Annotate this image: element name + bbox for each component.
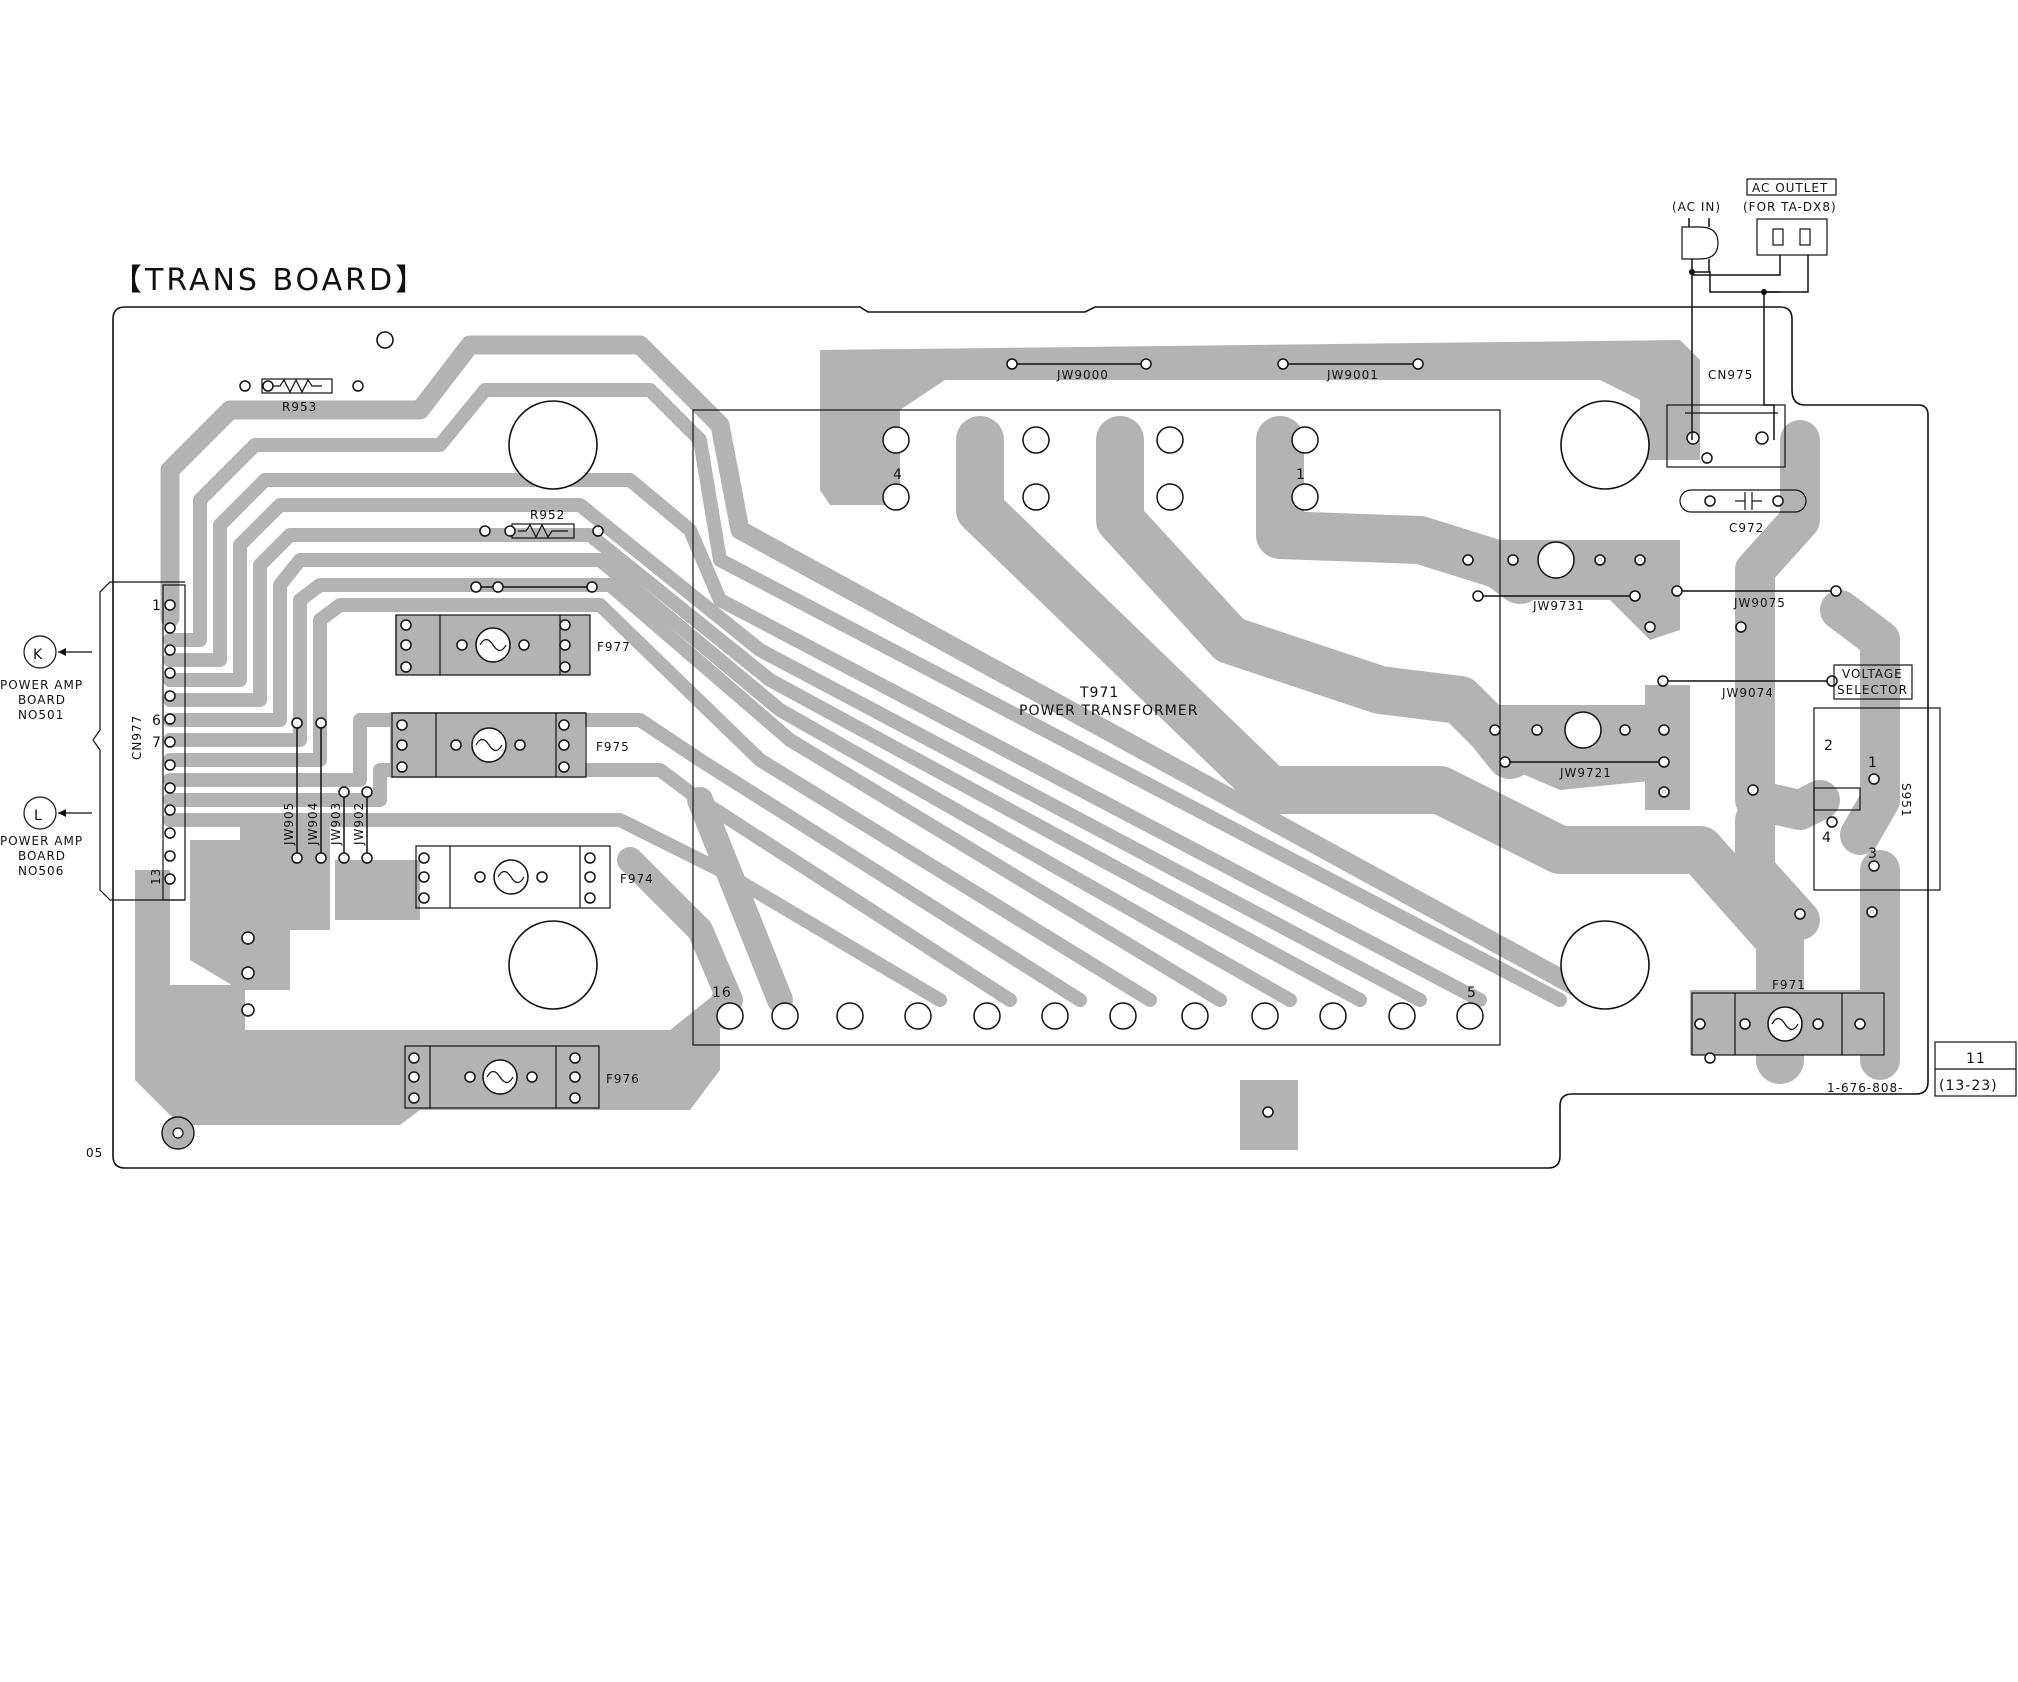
jumper-jw9721: JW9721 [1489,711,1670,798]
jumper-jw905-jw902: JW905 JW904 JW903 JW902 [282,717,373,864]
fuse-f974: F974 [415,845,654,909]
svg-text:AC OUTLET: AC OUTLET [1752,181,1828,195]
resistor-r952-label: R952 [530,508,565,522]
resistor-r952: R952 [479,508,604,539]
ac-connector-cn975: CN975 [1666,368,1786,468]
svg-text:JW9731: JW9731 [1532,599,1585,613]
fuse-f975: F975 [391,712,630,778]
fuse-f975-label: F975 [596,740,630,754]
fuse-f977: F977 [395,614,631,676]
mounting-hole [508,920,598,1010]
svg-text:1: 1 [1868,755,1878,771]
jumper-wire [470,581,598,593]
connection-k: K POWER AMP BOARD NO501 [0,635,92,722]
connector-pin-7: 7 [152,735,162,751]
svg-text:4: 4 [1822,830,1832,846]
connector-cn977-label: CN977 [130,715,144,760]
svg-text:K: K [33,647,43,663]
voltage-selector: VOLTAGE SELECTOR 1 2 3 4 S951 [1813,664,1941,891]
svg-text:C972: C972 [1729,521,1764,535]
connector-cn977 [162,584,186,901]
connection-l: L POWER AMP BOARD NO506 [0,796,92,878]
fuse-f971-label: F971 [1772,978,1806,992]
resistor-r953: R953 [239,378,364,414]
svg-text:JW9721: JW9721 [1559,766,1612,780]
svg-text:JW9075: JW9075 [1733,596,1786,610]
svg-text:3: 3 [1868,846,1878,862]
transformer-pin-4: 4 [893,467,903,483]
ac-outlet: AC OUTLET (FOR TA-DX8) [1692,178,1837,440]
svg-text:(AC IN): (AC IN) [1672,200,1721,214]
ac-inlet: (AC IN) [1672,200,1780,440]
mounting-hole [1560,400,1650,490]
fuse-f974-label: F974 [620,872,654,886]
resistor-r953-label: R953 [282,400,317,414]
jumper-jw9001: JW9001 [1277,358,1424,382]
connector-pin-13: 13 [149,868,163,885]
svg-text:JW905: JW905 [282,802,296,846]
transformer-pin-5: 5 [1467,985,1477,1001]
svg-text:11: 11 [1966,1051,1986,1067]
board-title: 【TRANS BOARD】 [112,263,428,298]
svg-text:SELECTOR: SELECTOR [1837,683,1908,697]
svg-text:JW9074: JW9074 [1721,686,1774,700]
svg-text:L: L [34,808,43,824]
svg-text:POWER AMP: POWER AMP [0,678,83,692]
svg-text:NO506: NO506 [18,864,64,878]
mounting-hole [1560,920,1650,1010]
fuse-f977-label: F977 [597,640,631,654]
fuse-f971: F971 [1691,978,1885,1064]
svg-text:JW903: JW903 [329,802,343,846]
transformer-pin-16: 16 [712,985,732,1001]
svg-text:JW902: JW902 [352,802,366,846]
svg-text:JW9001: JW9001 [1326,368,1379,382]
svg-text:BOARD: BOARD [18,693,66,707]
jumper-jw9731: JW9731 [1462,541,1656,633]
svg-text:BOARD: BOARD [18,849,66,863]
svg-text:JW9000: JW9000 [1056,368,1109,382]
svg-text:2: 2 [1824,738,1834,754]
svg-text:VOLTAGE: VOLTAGE [1842,667,1903,681]
jumper-jw9075: JW9075 [1671,585,1842,633]
connector-pin-6: 6 [152,713,162,729]
transformer-pin-1: 1 [1296,467,1306,483]
page-reference: 11 (13-23) [1934,1041,2017,1097]
mounting-hole [376,331,394,349]
svg-text:(FOR TA-DX8): (FOR TA-DX8) [1743,200,1837,214]
jumper-jw9000: JW9000 [1006,358,1152,382]
svg-text:S951: S951 [1899,783,1913,818]
svg-text:CN975: CN975 [1708,368,1753,382]
mounting-hole [508,400,598,490]
fuse-f976: F976 [404,1045,640,1109]
transformer-name: POWER TRANSFORMER [1019,703,1198,719]
svg-text:(13-23): (13-23) [1939,1078,1998,1094]
fuse-f976-label: F976 [606,1072,640,1086]
svg-text:NO501: NO501 [18,708,64,722]
svg-text:POWER AMP: POWER AMP [0,834,83,848]
transformer-pins [716,426,1484,1030]
board-number: 05 [86,1146,103,1160]
svg-text:JW904: JW904 [306,802,320,846]
transformer-ref: T971 [1079,685,1119,701]
connection-brace [92,581,185,901]
board-outline [112,306,1929,1169]
capacitor-c972: C972 [1679,489,1807,535]
connector-pin-1: 1 [152,598,162,614]
part-number: 1-676-808- [1827,1081,1903,1095]
